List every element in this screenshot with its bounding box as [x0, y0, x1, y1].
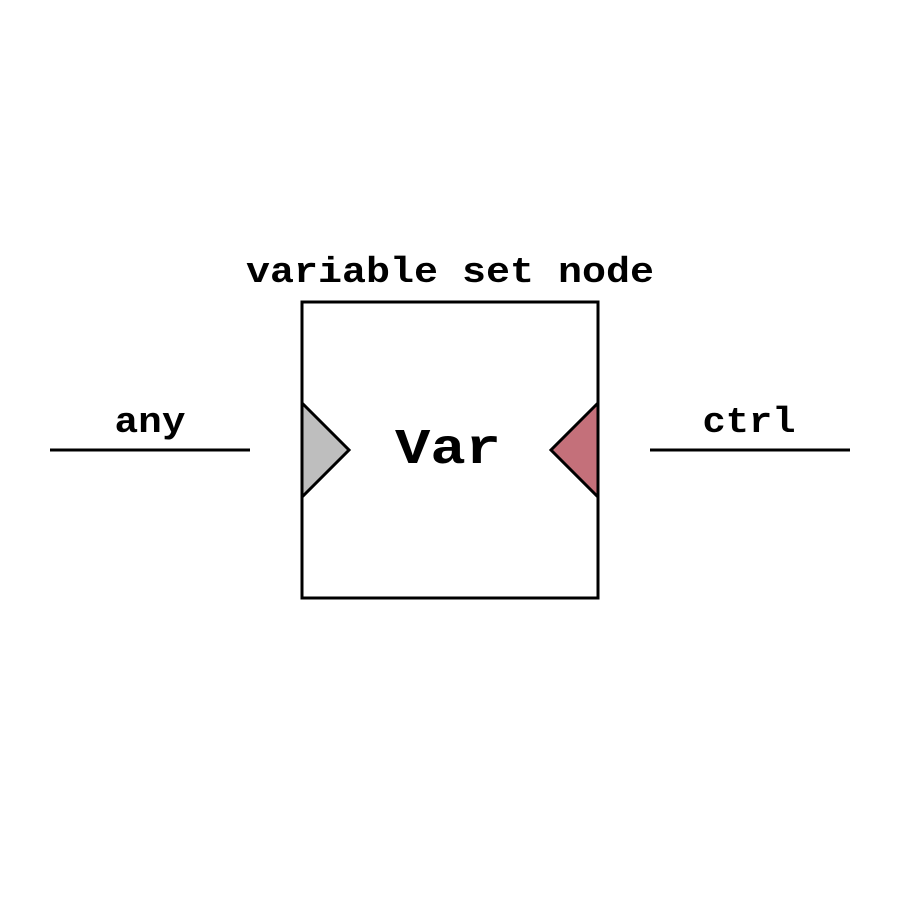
- input-port-triangle-icon[interactable]: [300, 399, 352, 501]
- output-port-label: ctrl: [703, 402, 796, 443]
- node-title: variable set node: [246, 252, 654, 293]
- input-port-label: any: [115, 402, 186, 443]
- node-box[interactable]: [300, 300, 600, 600]
- output-port-triangle-icon[interactable]: [548, 399, 600, 501]
- node-label: Var: [395, 422, 501, 479]
